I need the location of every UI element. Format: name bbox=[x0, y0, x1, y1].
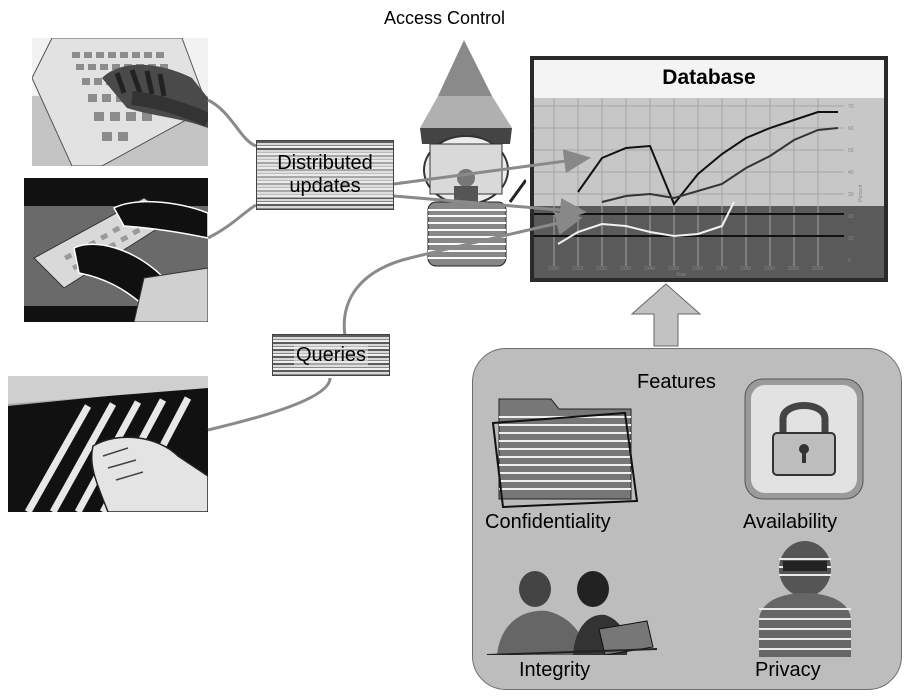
chart-x-tick: 1940 bbox=[644, 266, 655, 272]
database-chart: 1900 1910 1920 1930 1940 1950 1960 1970 … bbox=[534, 98, 884, 278]
chart-y-tick: 60 bbox=[848, 126, 854, 132]
chart-x-tick: 2000 bbox=[788, 266, 799, 272]
connector-keyboard2-updates bbox=[207, 203, 257, 240]
queries-label: Queries bbox=[272, 334, 390, 376]
chart-y-label: Percent bbox=[858, 184, 864, 202]
chart-y-tick: 40 bbox=[848, 170, 854, 176]
distributed-updates-label: Distributed updates bbox=[256, 140, 394, 210]
queries-text: Queries bbox=[293, 343, 369, 367]
arrow-queries-database bbox=[342, 211, 583, 337]
masked-person-icon bbox=[759, 541, 851, 657]
chart-x-tick: 1910 bbox=[572, 266, 583, 272]
up-arrow-features-to-database bbox=[630, 283, 702, 347]
chart-y-tick: 30 bbox=[848, 192, 854, 198]
feature-integrity: Integrity bbox=[519, 659, 591, 681]
chart-x-tick: 1970 bbox=[716, 266, 727, 272]
chart-x-tick: 1990 bbox=[764, 266, 775, 272]
database-panel: Database 1900 1910 1920 1930 1940 1950 1… bbox=[530, 56, 888, 282]
connector-keyboard3-queries bbox=[207, 377, 332, 432]
feature-confidentiality: Confidentiality bbox=[485, 511, 611, 533]
keyboard-photo-1 bbox=[32, 38, 208, 166]
chart-x-tick: 2009 bbox=[812, 266, 823, 272]
chart-y-tick: 10 bbox=[848, 236, 854, 242]
connector-keyboard1-updates bbox=[207, 98, 257, 148]
distributed-updates-text: Distributed updates bbox=[257, 152, 393, 198]
chart-y-tick: 50 bbox=[848, 148, 854, 154]
chart-x-tick: 1950 bbox=[668, 266, 679, 272]
access-control-title: Access Control bbox=[384, 8, 506, 28]
features-title: Features bbox=[637, 371, 716, 393]
chart-y-tick: 70 bbox=[848, 104, 854, 110]
feature-availability: Availability bbox=[743, 511, 838, 533]
arrow-updates-database-2 bbox=[393, 194, 587, 222]
arrow-updates-database bbox=[393, 149, 591, 186]
database-title: Database bbox=[662, 66, 756, 89]
chart-x-tick: 1960 bbox=[692, 266, 703, 272]
chart-x-tick: 1900 bbox=[548, 266, 559, 272]
chart-x-tick: 1920 bbox=[596, 266, 607, 272]
keyboard-photo-2 bbox=[24, 178, 208, 322]
padlock-icon bbox=[744, 378, 864, 500]
chart-x-tick: 1980 bbox=[740, 266, 751, 272]
chart-x-tick: 1930 bbox=[620, 266, 631, 272]
people-laptop-icon bbox=[487, 571, 657, 655]
chart-y-tick: 0 bbox=[848, 258, 851, 264]
feature-privacy: Privacy bbox=[755, 659, 821, 681]
keyboard-photo-3 bbox=[8, 376, 208, 512]
chart-y-tick: 20 bbox=[848, 214, 854, 220]
features-panel: Features Confidentiality Availability In… bbox=[472, 348, 902, 690]
folder-icon bbox=[491, 398, 639, 509]
chart-x-label: Year bbox=[676, 272, 686, 278]
